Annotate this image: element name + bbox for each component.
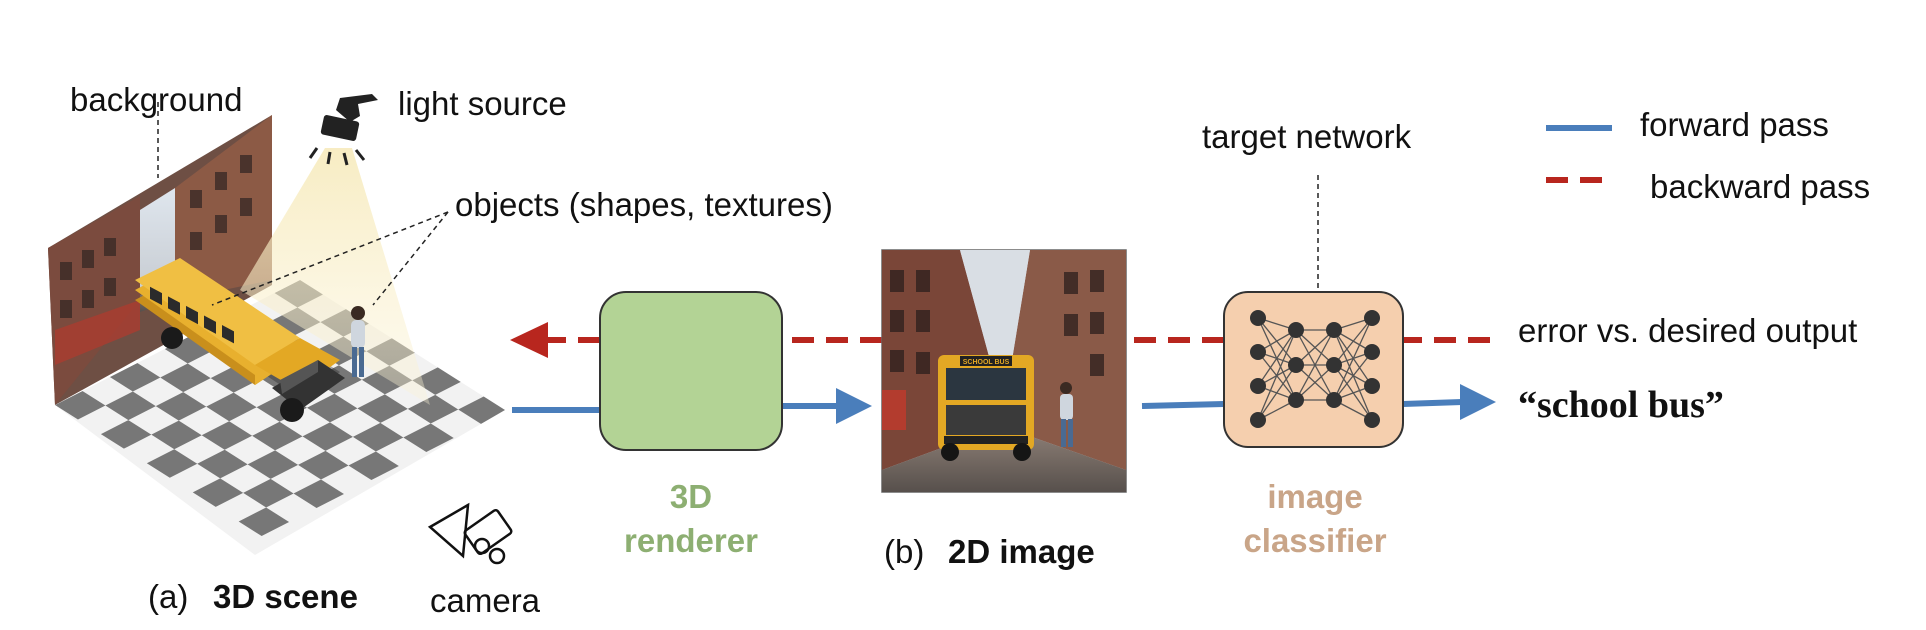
neural-network-icon: [1250, 310, 1380, 428]
scene-3d: [48, 94, 1319, 565]
error-label: error vs. desired output: [1518, 312, 1858, 349]
light-cone: [240, 148, 430, 405]
nn-edge: [1295, 329, 1335, 366]
camera-icon: [427, 502, 513, 565]
renderer-box: [599, 291, 783, 451]
classifier-label-line2: classifier: [1243, 522, 1387, 559]
nn-node: [1250, 378, 1266, 394]
school-bus: [135, 258, 345, 422]
scene-caption-title: 3D scene: [213, 578, 358, 615]
nn-edge: [1333, 351, 1373, 401]
renderer-label-line1: 3D: [669, 478, 713, 515]
background-label: background: [70, 81, 243, 118]
forward-pass-arrows: [512, 399, 1463, 413]
nn-edge: [1333, 317, 1373, 366]
nn-node: [1326, 392, 1342, 408]
nn-edge: [1257, 329, 1297, 421]
backward-arrowhead: [510, 322, 548, 358]
nn-edge: [1295, 364, 1335, 401]
nn-node: [1250, 412, 1266, 428]
classifier-label-line1: image: [1267, 478, 1363, 515]
nn-node: [1288, 322, 1304, 338]
light-source-label: light source: [398, 85, 567, 122]
nn-node: [1364, 412, 1380, 428]
bus-sign-text: SCHOOL BUS: [963, 359, 1010, 366]
camera-label: camera: [430, 582, 541, 619]
nn-node: [1326, 322, 1342, 338]
nn-edge: [1257, 329, 1297, 387]
nn-node: [1364, 310, 1380, 326]
image-caption-prefix: (b): [884, 533, 925, 570]
nn-edge: [1333, 317, 1373, 401]
nn-node: [1326, 357, 1342, 373]
nn-node: [1364, 378, 1380, 394]
legend-backward-label: backward pass: [1650, 168, 1871, 205]
nn-node: [1288, 357, 1304, 373]
pedestrian: [351, 306, 365, 377]
forward-arrowhead-renderer: [836, 388, 872, 424]
forward-arrowhead-classifier: [1460, 384, 1496, 420]
nn-node: [1250, 344, 1266, 360]
lamp-icon: [308, 94, 378, 166]
background-wall: [48, 115, 272, 405]
rendered-2d-image: SCHOOL BUS: [881, 249, 1127, 493]
nn-edge: [1257, 364, 1297, 421]
legend-forward-label: forward pass: [1640, 106, 1829, 143]
nn-edge: [1295, 329, 1335, 401]
image-caption-title: 2D image: [948, 533, 1095, 570]
prediction-label: “school bus”: [1518, 384, 1724, 426]
leader-lines: [157, 102, 1319, 306]
objects-label: objects (shapes, textures): [455, 186, 833, 223]
nn-node: [1364, 344, 1380, 360]
scene-caption-prefix: (a): [148, 578, 189, 615]
target-network-label: target network: [1202, 118, 1412, 155]
nn-node: [1288, 392, 1304, 408]
nn-node: [1250, 310, 1266, 326]
renderer-label-line2: renderer: [624, 522, 758, 559]
